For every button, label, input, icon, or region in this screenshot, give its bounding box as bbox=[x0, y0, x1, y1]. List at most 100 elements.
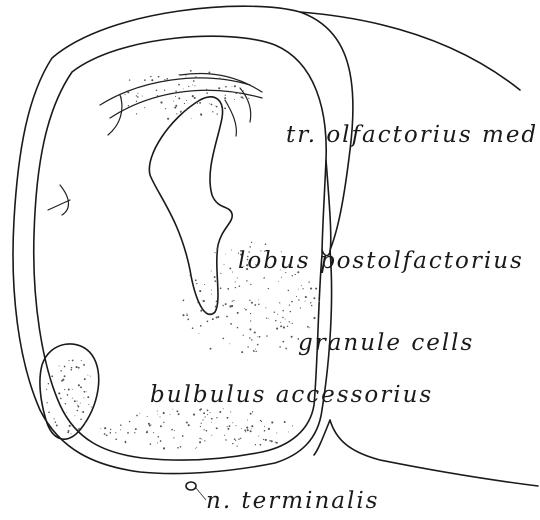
stipple-dot bbox=[226, 316, 228, 318]
stipple-dot bbox=[291, 336, 293, 338]
stipple-dot bbox=[289, 321, 290, 322]
stipple-dot bbox=[298, 299, 299, 300]
stipple-dot bbox=[271, 440, 273, 442]
stipple-dot bbox=[241, 428, 242, 429]
stipple-dot bbox=[167, 118, 169, 120]
stipple-dot bbox=[177, 447, 179, 449]
stipple-dot bbox=[68, 388, 70, 390]
stipple-dot bbox=[249, 328, 251, 330]
stipple-dot bbox=[211, 289, 212, 290]
stipple-dot bbox=[186, 109, 187, 110]
stipple-dot bbox=[263, 439, 264, 440]
stipple-dot bbox=[80, 386, 82, 388]
stipple-dot bbox=[87, 375, 88, 376]
stipple-dot bbox=[186, 313, 187, 314]
stipple-dot bbox=[310, 288, 312, 290]
stipple-dot bbox=[199, 290, 201, 292]
label-granule-cells: granule cells bbox=[298, 330, 474, 356]
stipple-dot bbox=[237, 312, 239, 314]
stipple-dot bbox=[249, 300, 250, 301]
stipple-dot bbox=[186, 100, 187, 101]
stipple-dot bbox=[209, 412, 210, 413]
stipple-dot bbox=[62, 379, 64, 381]
stipple-dot bbox=[224, 107, 226, 109]
stipple-dot bbox=[216, 417, 217, 418]
stipple-dot bbox=[204, 416, 205, 417]
stipple-dot bbox=[151, 79, 153, 81]
stipple-dot bbox=[164, 79, 165, 80]
stipple-dot bbox=[268, 428, 270, 430]
stipple-dot bbox=[163, 422, 164, 423]
stipple-dot bbox=[224, 435, 225, 436]
stipple-dot bbox=[110, 429, 111, 430]
stipple-dot bbox=[146, 431, 148, 433]
stipple-dot bbox=[234, 85, 236, 87]
stipple-dot bbox=[276, 433, 277, 434]
n-terminalis-nerve bbox=[186, 482, 196, 490]
stipple-dot bbox=[247, 346, 248, 347]
stipple-dot bbox=[310, 302, 311, 303]
stipple-dot bbox=[259, 336, 261, 338]
stipple-dot bbox=[120, 97, 122, 99]
stipple-dot bbox=[125, 441, 126, 442]
stipple-dot bbox=[237, 327, 239, 329]
stipple-dot bbox=[120, 424, 122, 426]
stipple-dot bbox=[71, 369, 73, 371]
stipple-dot bbox=[204, 284, 205, 285]
stipple-dot bbox=[217, 316, 219, 318]
stipple-dot bbox=[211, 418, 213, 420]
stipple-dot bbox=[216, 247, 218, 249]
stipple-dot bbox=[253, 350, 255, 352]
stipple-dot bbox=[74, 400, 76, 402]
stipple-dot bbox=[129, 421, 130, 422]
stipple-dot bbox=[81, 360, 82, 361]
stipple-dot bbox=[216, 276, 217, 277]
stipple-dot bbox=[55, 421, 57, 423]
stipple-dot bbox=[283, 326, 285, 328]
stipple-dot bbox=[78, 428, 80, 430]
stipple-dot bbox=[139, 413, 140, 414]
stipple-dot bbox=[180, 111, 181, 112]
stipple-dot bbox=[207, 410, 209, 412]
stipple-dot bbox=[176, 410, 178, 412]
stipple-dot bbox=[192, 84, 193, 85]
stipple-dot bbox=[182, 314, 184, 316]
right-hemisphere-outline bbox=[300, 12, 520, 90]
stipple-dot bbox=[206, 89, 207, 90]
stipple-dot bbox=[142, 96, 143, 97]
stipple-dot bbox=[199, 438, 200, 439]
stipple-dot bbox=[166, 78, 168, 80]
stipple-dot bbox=[229, 425, 231, 427]
stipple-dot bbox=[200, 113, 201, 114]
stipple-dot bbox=[78, 367, 80, 369]
stipple-dot bbox=[182, 435, 184, 437]
stipple-dot bbox=[280, 322, 281, 323]
stipple-dot bbox=[210, 348, 212, 350]
stipple-dot bbox=[196, 283, 197, 284]
stipple-dot bbox=[248, 98, 249, 99]
stipple-dot bbox=[254, 332, 255, 333]
stipple-dot bbox=[241, 351, 243, 353]
stipple-dot bbox=[205, 312, 206, 313]
stipple-dot bbox=[227, 426, 228, 427]
stipple-dot bbox=[264, 430, 266, 432]
stipple-dot bbox=[193, 80, 195, 82]
stipple-dot bbox=[282, 341, 284, 343]
stipple-dot bbox=[231, 250, 232, 251]
stipple-dot bbox=[127, 91, 129, 93]
stipple-dot bbox=[192, 327, 194, 329]
stipple-dot bbox=[235, 92, 237, 94]
stipple-dot bbox=[296, 296, 297, 297]
stipple-dot bbox=[85, 423, 86, 424]
stipple-dot bbox=[187, 318, 189, 320]
stipple-dot bbox=[232, 443, 233, 444]
stipple-dot bbox=[160, 101, 162, 103]
stipple-dot bbox=[175, 96, 176, 97]
stipple-dot bbox=[204, 440, 205, 441]
stipple-dot bbox=[144, 79, 146, 81]
stipple-dot bbox=[276, 328, 278, 330]
stipple-dot bbox=[249, 337, 251, 339]
stipple-dot bbox=[288, 290, 289, 291]
olfactory-fiber-tracts bbox=[48, 74, 262, 215]
stipple-dot bbox=[239, 285, 241, 287]
